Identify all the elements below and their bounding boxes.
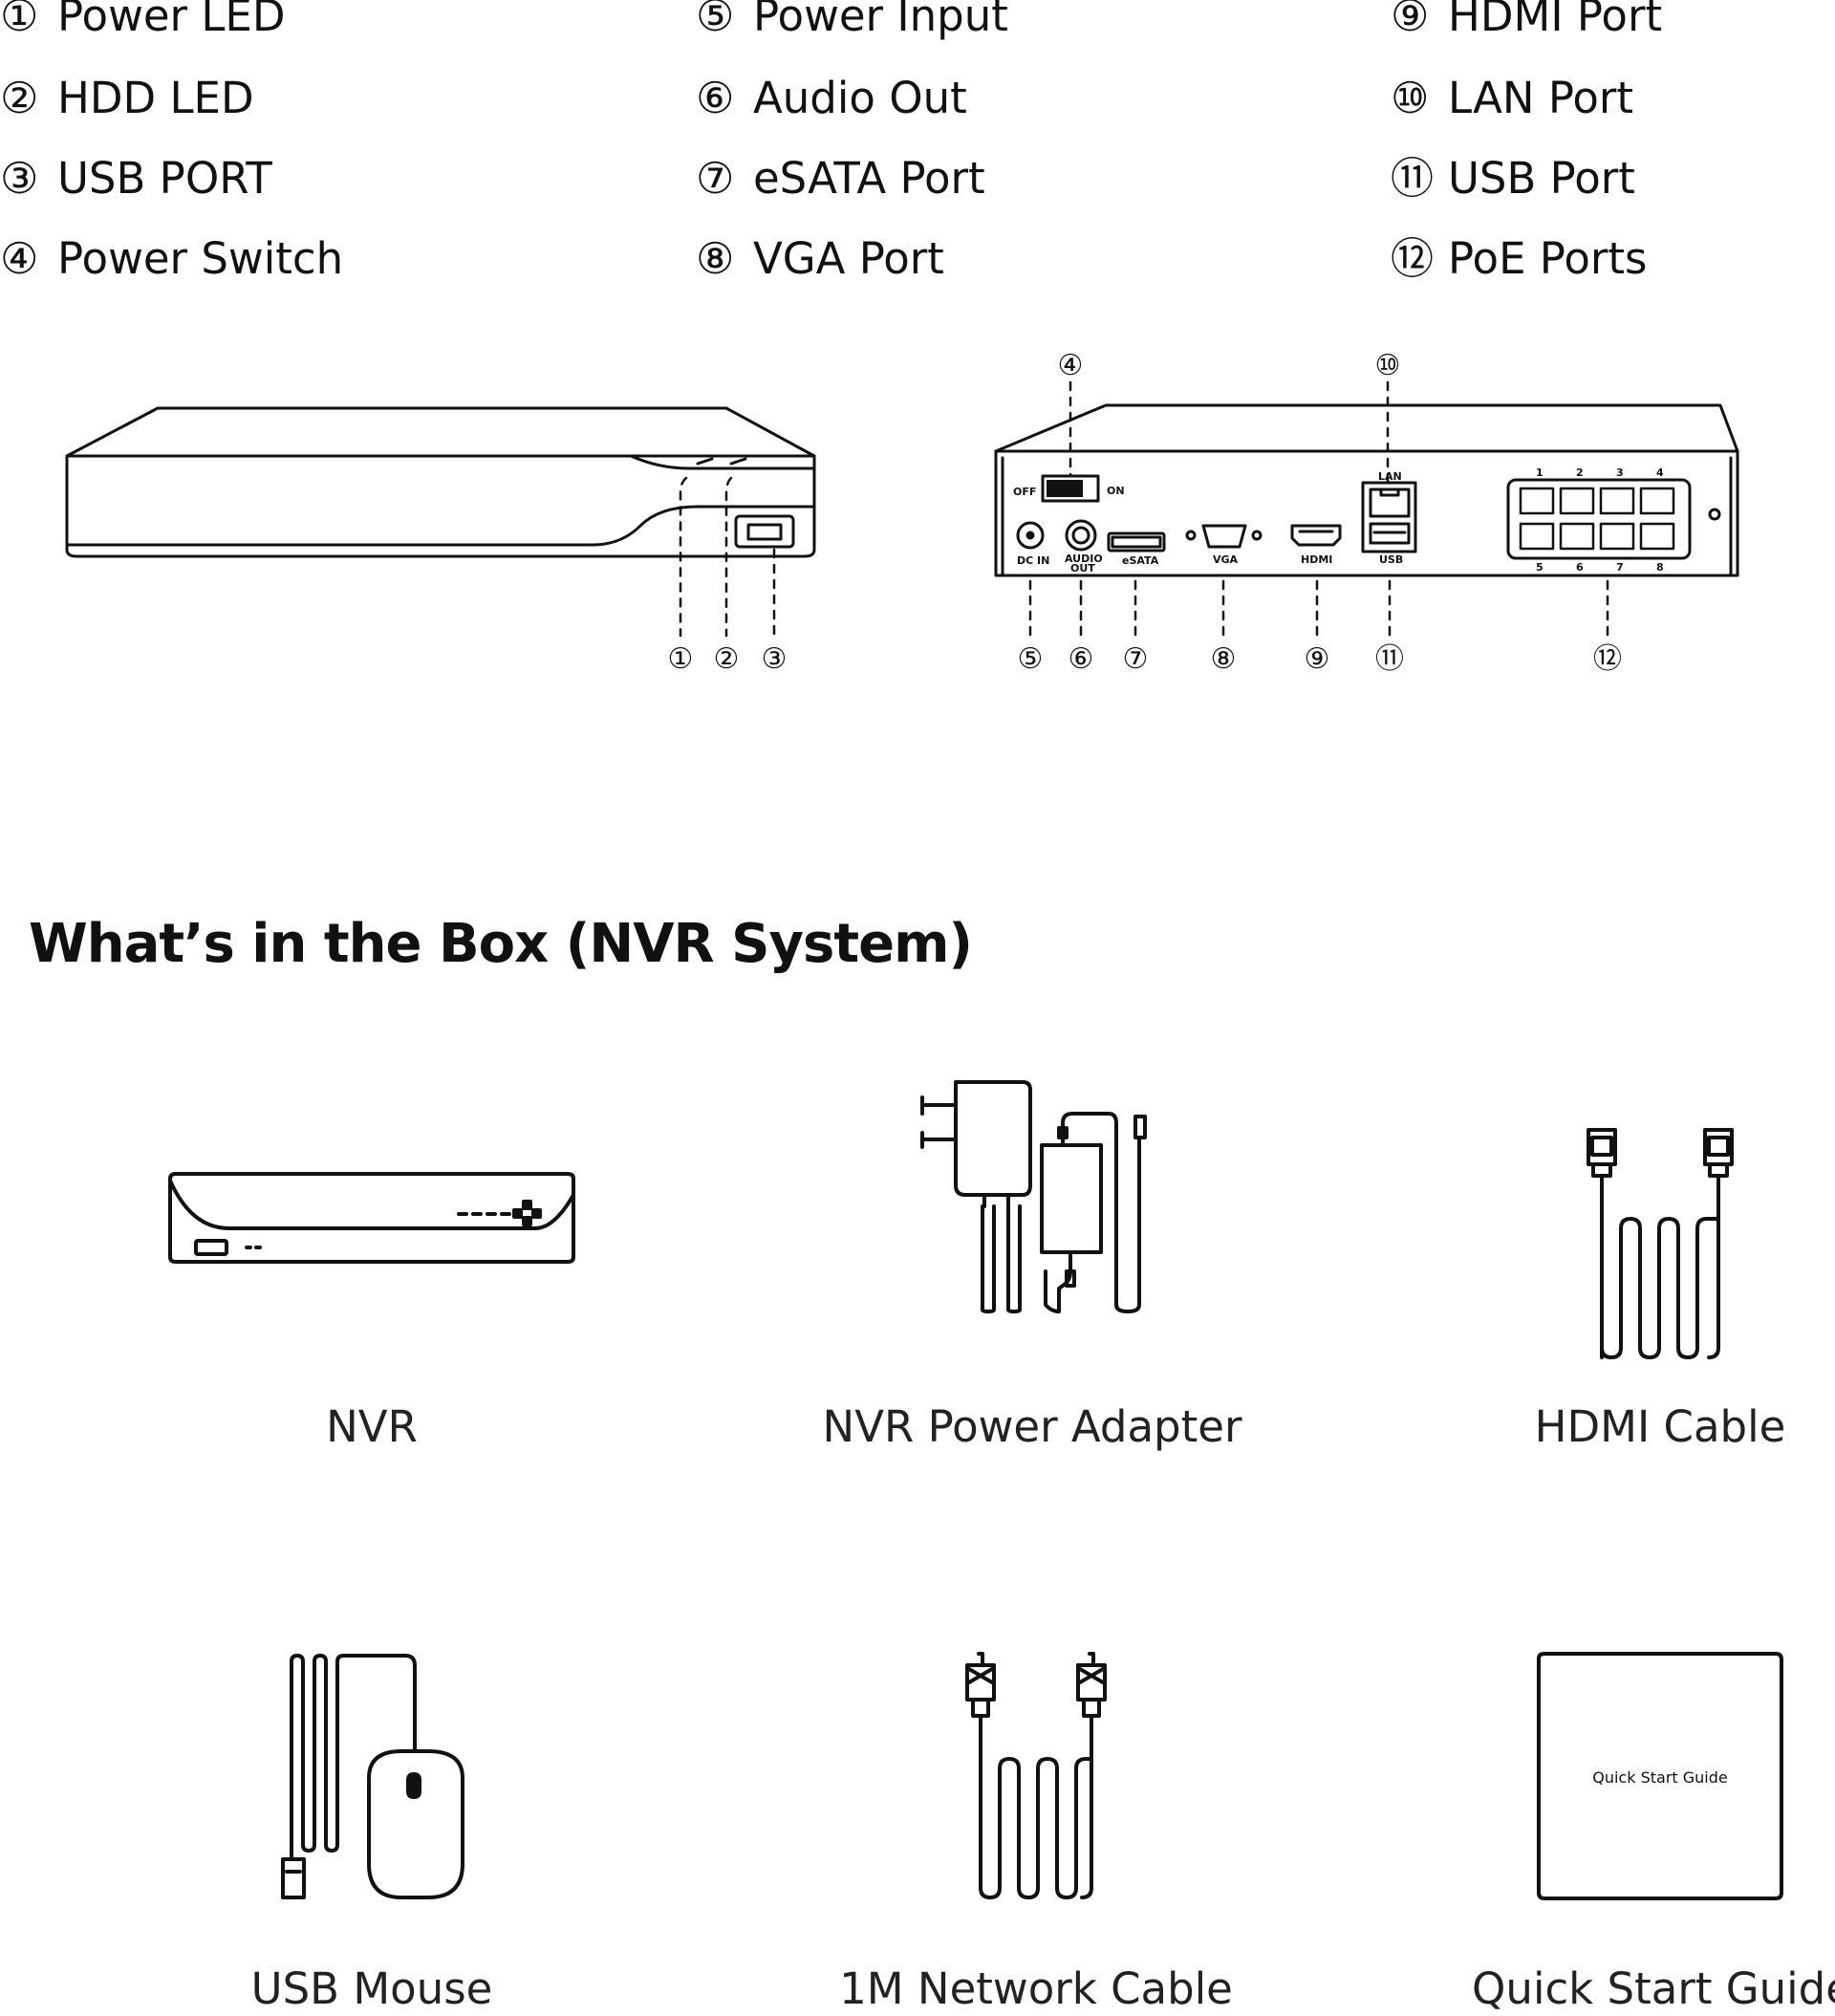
power-adapter-icon (920, 1080, 1147, 1313)
poe-label-7: 7 (1616, 561, 1624, 574)
esata-label: eSATA (1122, 554, 1159, 567)
callout-12: ⑫ (1593, 642, 1622, 676)
callout-10: ⑩ (1375, 349, 1401, 382)
callout-11: ⑪ (1375, 642, 1404, 676)
callout-5: ⑤ (1018, 642, 1044, 676)
callout-3: ③ (762, 642, 788, 676)
rear-panel-labels: OFF ON DC IN AUDIO OUT eSATA VGA HDMI LA… (1013, 466, 1664, 574)
poe-label-4: 4 (1656, 466, 1664, 479)
usb-mouse-icon (281, 1654, 464, 1899)
callout-6: ⑥ (1069, 642, 1094, 676)
poe-label-6: 6 (1576, 561, 1584, 574)
callout-8: ⑧ (1211, 642, 1237, 676)
lan-label: LAN (1378, 470, 1402, 483)
hdmi-cable-icon (1587, 1128, 1734, 1359)
caption-usb-mouse: USB Mouse (250, 1963, 493, 2014)
guide-cover-text: Quick Start Guide (1592, 1768, 1727, 1787)
callout-7: ⑦ (1123, 642, 1149, 676)
poe-label-3: 3 (1616, 466, 1624, 479)
section-title: What’s in the Box (NVR System) (29, 913, 973, 975)
poe-label-2: 2 (1576, 466, 1584, 479)
nvr-rear-view (994, 380, 1739, 638)
caption-quick-start-guide: Quick Start Guide (1472, 1963, 1835, 2014)
nvr-icon (168, 1172, 575, 1264)
audio-out-label-2: OUT (1070, 562, 1095, 574)
hdmi-label: HDMI (1301, 553, 1332, 566)
poe-label-1: 1 (1536, 466, 1544, 479)
usb-label: USB (1379, 553, 1403, 566)
network-cable-icon (965, 1652, 1107, 1899)
caption-nvr: NVR (326, 1401, 418, 1452)
switch-on-label: ON (1107, 485, 1125, 497)
callout-4: ④ (1058, 349, 1084, 382)
callout-9: ⑨ (1305, 642, 1330, 676)
caption-nvr-power-adapter: NVR Power Adapter (822, 1401, 1242, 1452)
dc-in-label: DC IN (1017, 554, 1049, 567)
callout-numbers: ① ② ③ ④ ⑤ ⑥ ⑦ ⑧ ⑨ ⑩ ⑪ ⑫ (668, 349, 1622, 676)
poe-label-8: 8 (1656, 561, 1664, 574)
caption-hdmi-cable: HDMI Cable (1534, 1401, 1786, 1452)
vga-label: VGA (1213, 553, 1239, 566)
nvr-front-view (65, 406, 816, 638)
audio-out-label-1: AUDIO (1065, 553, 1103, 565)
poe-label-5: 5 (1536, 561, 1544, 574)
quick-start-guide-icon (1537, 1652, 1783, 1900)
switch-off-label: OFF (1013, 486, 1036, 498)
callout-1: ① (668, 642, 694, 676)
caption-network-cable: 1M Network Cable (839, 1963, 1233, 2014)
callout-2: ② (714, 642, 740, 676)
